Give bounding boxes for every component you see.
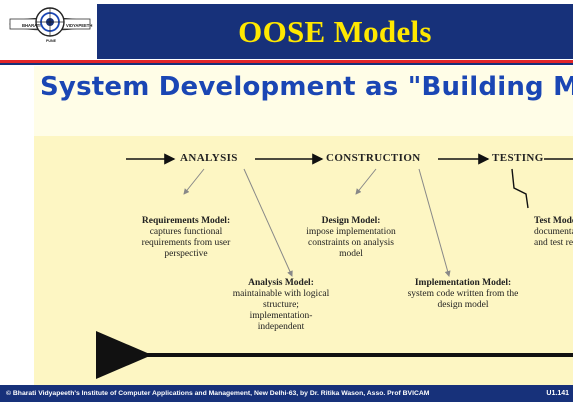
test-model: Test Mode documentat and test res <box>534 216 573 249</box>
svg-text:BHARATI: BHARATI <box>22 23 41 28</box>
embedded-slide: System Development as "Building Models" <box>34 66 573 385</box>
institute-logo: BHARATI VIDYAPEETH PUNE <box>6 2 94 46</box>
stage-construction: CONSTRUCTION <box>326 152 421 164</box>
slide-title: OOSE Models <box>238 13 432 49</box>
design-model: Design Model: impose implementation cons… <box>296 216 406 260</box>
analysis-model-desc: maintainable with logical structure; imp… <box>232 289 330 332</box>
test-model-desc: documentat and test res <box>534 227 573 248</box>
page-number: U1.141 <box>546 390 569 397</box>
header-divider-blue <box>0 63 573 65</box>
requirements-model: Requirements Model: captures functional … <box>132 216 240 260</box>
slide-heading: System Development as "Building Models" <box>40 72 573 102</box>
slide-heading-band <box>34 66 573 136</box>
arrow-to-requirements <box>183 168 205 195</box>
implementation-model: Implementation Model: system code writte… <box>398 278 528 311</box>
analysis-model-title: Analysis Model: <box>248 278 314 288</box>
slide-header: BHARATI VIDYAPEETH PUNE OOSE Models <box>0 0 573 60</box>
stage-testing: TESTING <box>492 152 544 164</box>
design-model-title: Design Model: <box>321 216 381 226</box>
arrow-to-design <box>355 168 377 195</box>
requirements-model-desc: captures functional requirements from us… <box>141 227 231 259</box>
arrow-to-test <box>511 168 529 209</box>
analysis-model: Analysis Model: maintainable with logica… <box>232 278 330 333</box>
arrow-to-implementation <box>418 168 451 277</box>
svg-text:PUNE: PUNE <box>46 39 57 43</box>
building-models-diagram: ANALYSIS CONSTRUCTION TESTING Requiremen… <box>34 136 573 385</box>
implementation-model-desc: system code written from the design mode… <box>407 289 519 310</box>
svg-text:VIDYAPEETH: VIDYAPEETH <box>66 23 92 28</box>
requirements-model-title: Requirements Model: <box>141 216 231 226</box>
implementation-model-title: Implementation Model: <box>414 278 512 288</box>
title-bar: OOSE Models <box>97 4 573 59</box>
stage-analysis: ANALYSIS <box>180 152 238 164</box>
footer-credits: © Bharati Vidyapeeth's Institute of Comp… <box>6 390 430 397</box>
header-divider-red <box>0 60 573 63</box>
footer-bar: © Bharati Vidyapeeth's Institute of Comp… <box>0 385 573 402</box>
test-model-title: Test Mode <box>534 216 573 226</box>
design-model-desc: impose implementation constraints on ana… <box>306 227 396 259</box>
arrow-to-analysis-model <box>243 168 293 277</box>
